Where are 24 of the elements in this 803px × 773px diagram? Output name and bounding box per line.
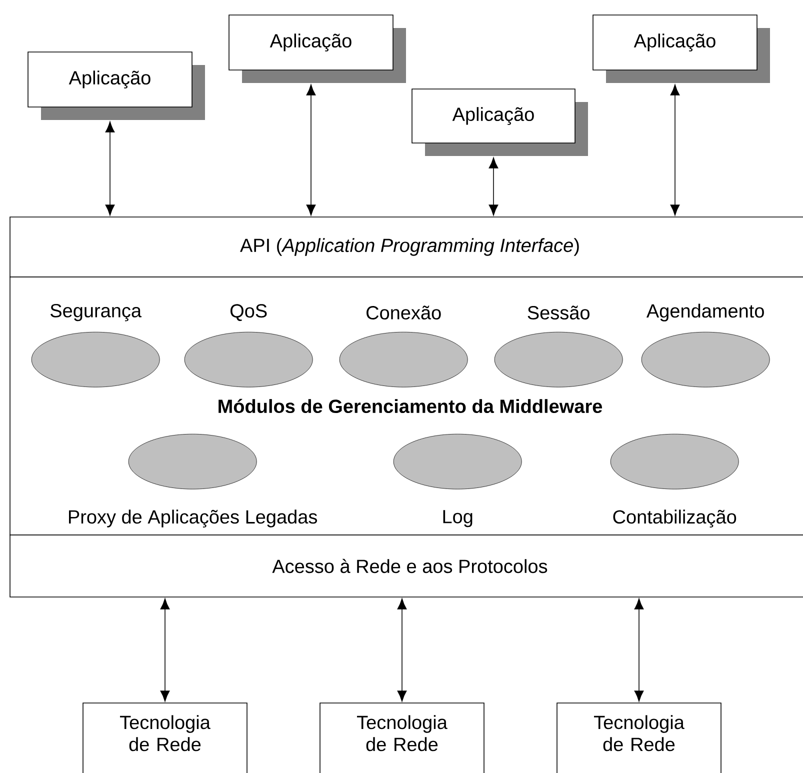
arrow: [105, 121, 115, 216]
arrow: [160, 598, 170, 702]
node-label: Segurança: [50, 304, 142, 322]
arrow: [397, 598, 407, 702]
network-technology-box: Tecnologia de Rede: [556, 702, 722, 773]
application-box: Aplicação: [228, 14, 406, 83]
application-box: Aplicação: [592, 14, 770, 83]
node-label: Log: [443, 510, 472, 528]
node-label: Sessão: [528, 306, 590, 320]
application-box: Aplicação: [412, 88, 588, 156]
application-box: Aplicação: [28, 52, 205, 120]
layer-band: API (Application Programming Interface): [10, 216, 803, 278]
network-technology-box: Tecnologia de Rede: [82, 702, 248, 773]
arrow: [670, 84, 680, 216]
network-technology-box: Tecnologia de Rede: [320, 702, 484, 773]
arrow: [488, 157, 498, 216]
node-label: Agendamento: [646, 304, 764, 322]
node-label: Conexão: [366, 306, 441, 320]
node-label: QoS: [230, 304, 267, 322]
node-label: Proxy de Aplicações Legadas: [69, 510, 318, 528]
arrow: [306, 84, 316, 216]
node-label: Contabilização: [613, 510, 736, 528]
layer-band: Acesso à Rede e aos Protocolos: [10, 534, 803, 598]
arrow: [634, 598, 644, 702]
